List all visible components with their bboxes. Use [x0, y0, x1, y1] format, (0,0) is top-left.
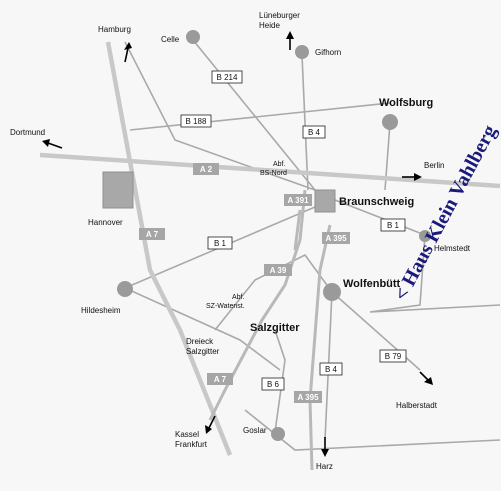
label-goslar: Goslar: [243, 426, 267, 435]
highway-shields: A 2 A 391 A 395 A 7 A 39 A 7 A 395: [139, 163, 350, 403]
place-labels: Hamburg Celle Lüneburger Heide Gifhorn W…: [10, 11, 471, 471]
shield-a395-bottom: A 395: [297, 393, 319, 402]
celle-marker: [186, 30, 200, 44]
road-a7: [105, 41, 233, 456]
label-harz: Harz: [316, 462, 333, 471]
label-halberstadt: Halberstadt: [396, 401, 438, 410]
label-helmstedt: Helmstedt: [434, 244, 471, 253]
arrow-hamburg-icon: [124, 42, 132, 63]
direction-arrows: [42, 31, 433, 457]
label-wolfenbuettel: Wolfenbütt: [343, 278, 401, 290]
label-dortmund: Dortmund: [10, 128, 45, 137]
box-b214: B 214: [217, 73, 238, 82]
label-dreieck-salzgitter: Salzgitter: [186, 347, 220, 356]
label-gifhorn: Gifhorn: [315, 48, 341, 57]
arrow-harz-icon: [321, 437, 329, 457]
label-heide: Heide: [259, 21, 280, 30]
shield-a7-bottom: A 7: [214, 375, 227, 384]
box-b4-top: B 4: [308, 128, 321, 137]
label-bs-nord: BS-Nord: [260, 170, 287, 177]
arrow-berlin-icon: [402, 173, 422, 181]
label-hamburg: Hamburg: [98, 25, 131, 34]
road-hamburg-bs: [124, 41, 316, 191]
road-a395: [308, 224, 332, 471]
label-salzgitter: Salzgitter: [250, 322, 300, 334]
label-lueneburger: Lüneburger: [259, 11, 300, 20]
arrow-heide-icon: [286, 31, 294, 50]
label-hildesheim: Hildesheim: [81, 306, 121, 315]
helmstedt-marker: [419, 230, 431, 242]
goslar-marker: [271, 427, 285, 441]
box-b188: B 188: [186, 117, 207, 126]
label-braunschweig: Braunschweig: [339, 196, 414, 208]
box-b6: B 6: [267, 380, 280, 389]
box-b1-left: B 1: [214, 239, 227, 248]
road-b188: [129, 102, 391, 131]
label-frankfurt: Frankfurt: [175, 440, 208, 449]
cities: [102, 30, 431, 441]
federal-road-boxes: B 214 B 188 B 4 B 1 B 1 B 4 B 79 B 6: [180, 70, 407, 391]
road-helmstedt-south: [369, 234, 501, 313]
label-abf-bs: Abf.: [273, 161, 286, 168]
shield-a391: A 391: [287, 196, 309, 205]
hildesheim-marker: [117, 281, 133, 297]
label-hannover: Hannover: [88, 218, 123, 227]
label-dreieck: Dreieck: [186, 337, 214, 346]
box-b1-right: B 1: [387, 221, 400, 230]
shield-a2: A 2: [200, 165, 213, 174]
road-a39: [208, 189, 307, 421]
hannover-marker: [102, 171, 134, 209]
label-wolfsburg: Wolfsburg: [379, 97, 433, 109]
wolfsburg-marker: [382, 114, 398, 130]
label-berlin: Berlin: [424, 161, 444, 170]
braunschweig-marker: [314, 189, 336, 213]
road-hildesheim-sz: [124, 287, 281, 371]
road-a2: [39, 152, 501, 189]
label-kassel: Kassel: [175, 430, 199, 439]
road-b4-north: [301, 54, 309, 191]
road-b6: [274, 329, 286, 433]
arrow-halberstadt-icon: [419, 371, 433, 385]
shield-a395-top: A 395: [325, 234, 347, 243]
arrow-dortmund-icon: [42, 139, 63, 149]
road-a391: [293, 209, 302, 251]
box-b79: B 79: [385, 352, 402, 361]
brand-haus-klein-vahlberg: < Haus Klein Vahlberg: [390, 122, 501, 305]
road-b1-east: [334, 199, 426, 236]
label-abf-sz: Abf.: [232, 294, 245, 301]
shield-a7-top: A 7: [146, 230, 159, 239]
box-b4-bottom: B 4: [325, 365, 338, 374]
arrow-kassel-icon: [205, 415, 216, 434]
gifhorn-marker: [295, 45, 309, 59]
road-b214: [192, 39, 316, 191]
major-roads: [39, 41, 501, 471]
wolfenbuettel-marker: [323, 283, 341, 301]
label-sz-watenst: SZ-Watenst.: [206, 303, 245, 310]
label-celle: Celle: [161, 35, 180, 44]
road-goslar: [244, 409, 501, 451]
shield-a39: A 39: [270, 266, 287, 275]
